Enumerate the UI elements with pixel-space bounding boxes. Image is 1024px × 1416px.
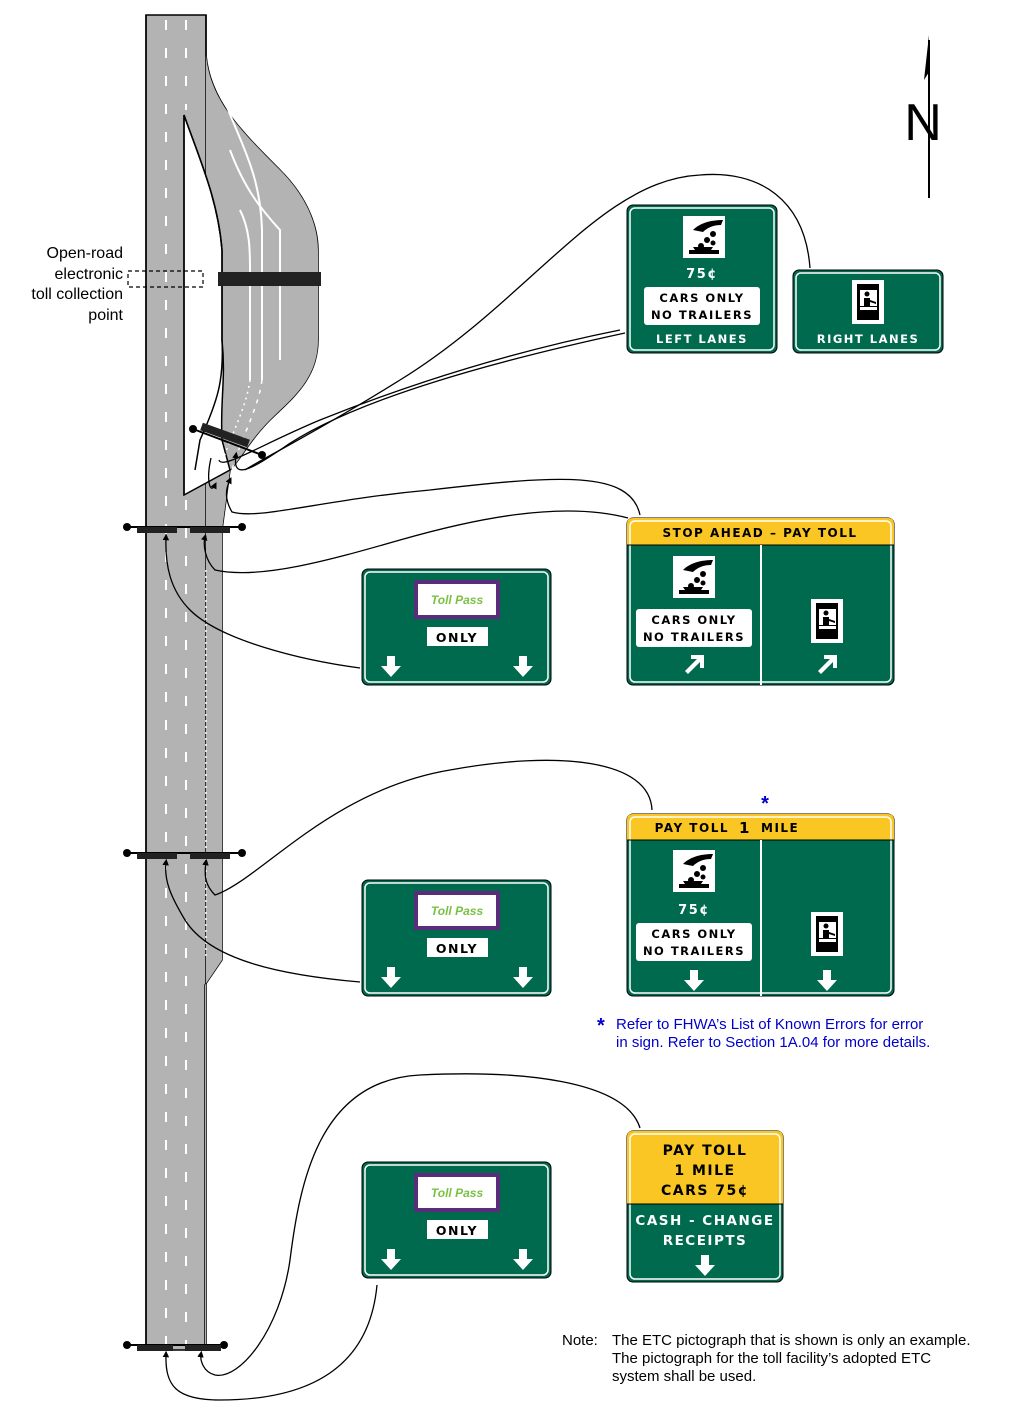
sign-price: 75¢ [678,903,710,918]
overhead-structures [123,422,266,1351]
toll-booth-icon [852,280,884,324]
sign-footer: RIGHT LANES [817,332,920,346]
tollpass-sign-1: Toll Pass ONLY [361,568,552,686]
sign-header: MILE [761,821,799,835]
plaque-line: CARS ONLY [659,291,744,305]
tollpass-logo-icon: Toll Pass [431,593,484,607]
north-arrow: N [904,35,942,198]
etc-point-label: Open-road electronic toll collection poi… [31,245,123,324]
leader-lines [162,173,811,1401]
footnote-prefix: Note: [562,1332,598,1349]
etc-point-marker [127,270,204,288]
tollpass-logo-icon: Toll Pass [431,904,484,918]
footnote-line: system shall be used. [612,1368,756,1385]
etc-pictograph-icon [673,850,715,892]
sign-header-line: 1 MILE [674,1163,735,1179]
error-note-line: in sign. Refer to Section 1A.04 for more… [616,1034,930,1051]
sign-right-lanes: RIGHT LANES [792,269,944,354]
tollpass-sign-3: Toll Pass ONLY [361,1161,552,1279]
footnote-line: The pictograph for the toll facility’s a… [612,1350,931,1367]
sign-body-line: RECEIPTS [663,1233,748,1249]
sign-stop-ahead-pay-toll: STOP AHEAD – PAY TOLL CARS ONLY NO TRAIL… [626,517,895,686]
etc-label-line: electronic [55,266,123,283]
error-note: * Refer to FHWA’s List of Known Errors f… [597,1015,930,1051]
etc-label-line: toll collection [31,286,123,303]
plaque-line: NO TRAILERS [643,630,745,644]
sign-header: STOP AHEAD – PAY TOLL [662,526,857,540]
sign-body-line: CASH - CHANGE [635,1213,774,1229]
error-note-line: Refer to FHWA’s List of Known Errors for… [616,1016,923,1033]
sign-footer: LEFT LANES [656,332,748,346]
only-label: ONLY [436,630,478,645]
roadway [127,14,321,1351]
error-star: * [761,793,769,815]
only-label: ONLY [436,1223,478,1238]
error-note-star: * [597,1015,605,1037]
north-label: N [904,94,942,152]
toll-booth-icon [811,912,843,956]
sign-header: PAY TOLL [655,821,729,835]
sign-pay-toll-1-mile: * PAY TOLL 1 MILE 75¢ CARS ONLY NO TRAIL… [626,793,895,997]
sign-header-line: CARS 75¢ [661,1183,749,1199]
tollpass-sign-2: Toll Pass ONLY [361,879,552,997]
sign-price: 75¢ [686,267,718,282]
etc-pictograph-icon [673,556,715,598]
plaque-line: NO TRAILERS [643,944,745,958]
tollpass-logo-icon: Toll Pass [431,1186,484,1200]
etc-pictograph-icon [683,216,725,258]
sign-header-line: PAY TOLL [663,1143,748,1159]
plaque-line: CARS ONLY [651,927,736,941]
plaque-line: CARS ONLY [651,613,736,627]
sign-left-lanes: 75¢ CARS ONLY NO TRAILERS LEFT LANES [626,204,778,354]
sign-cash-change-receipts: PAY TOLL 1 MILE CARS 75¢ CASH - CHANGE R… [626,1130,784,1283]
plaque-line: NO TRAILERS [651,308,753,322]
toll-booth-icon [811,599,843,643]
footnote-line: The ETC pictograph that is shown is only… [612,1332,971,1349]
only-label: ONLY [436,941,478,956]
footnote: Note: The ETC pictograph that is shown i… [562,1332,971,1385]
etc-label-line: Open-road [47,245,124,262]
sign-header-number: 1 [739,819,751,837]
etc-label-line: point [88,307,123,324]
